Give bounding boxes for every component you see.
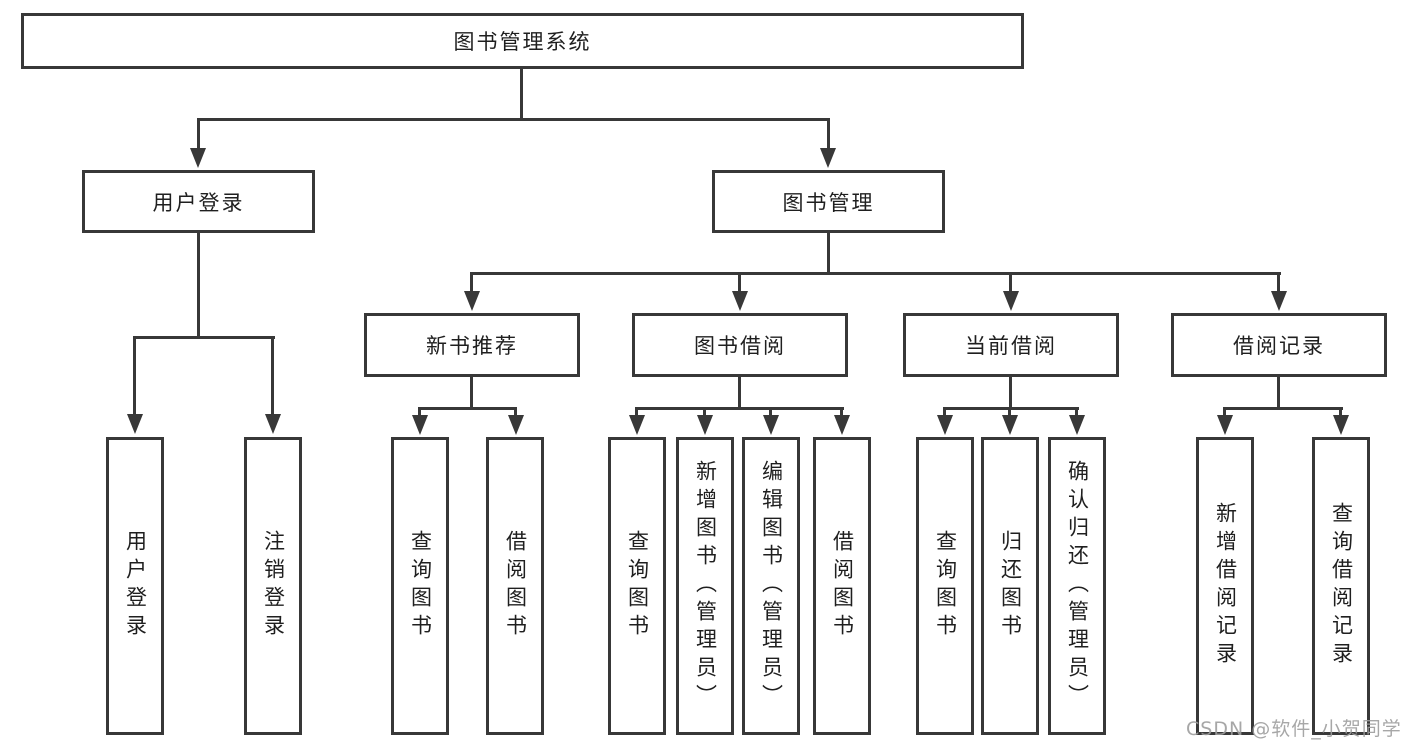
arrowhead-br-add (1217, 415, 1233, 435)
connector-drop-new-book (470, 272, 473, 294)
leaf-borrow-add-books-admin: 新增图书（管理员） (676, 437, 734, 735)
connector-drop-cb-return (1008, 407, 1011, 417)
arrowhead-borrow-record (1271, 291, 1287, 311)
csdn-watermark: CSDN @软件_小贺同学 (1186, 718, 1402, 740)
arrowhead-book-borrow (732, 291, 748, 311)
leaf-record-add-borrow-record: 新增借阅记录 (1196, 437, 1254, 735)
node-book-management: 图书管理 (712, 170, 945, 233)
leaf-logout: 注销登录 (244, 437, 302, 735)
leaf-record-query-borrow-record: 查询借阅记录 (1312, 437, 1370, 735)
arrowhead-bb-add (697, 415, 713, 435)
connector-drop-book-mgmt (827, 118, 830, 152)
arrowhead-book-mgmt (820, 148, 836, 168)
leaf-newbook-query-books: 查询图书 (391, 437, 449, 735)
node-root: 图书管理系统 (21, 13, 1024, 69)
arrowhead-cb-confirm (1069, 415, 1085, 435)
node-user-login: 用户登录 (82, 170, 315, 233)
connector-current-borrow-hbar (943, 407, 1079, 410)
connector-drop-bb-add (703, 407, 706, 417)
arrowhead-nb-query (412, 415, 428, 435)
node-borrow-record: 借阅记录 (1171, 313, 1387, 377)
arrowhead-bb-edit (763, 415, 779, 435)
connector-drop-current-borrow (1009, 272, 1012, 294)
connector-drop-bb-edit (769, 407, 772, 417)
connector-drop-book-borrow (738, 272, 741, 294)
leaf-current-query-books: 查询图书 (916, 437, 974, 735)
connector-current-borrow-stem (1009, 377, 1012, 410)
connector-borrow-record-stem (1277, 377, 1280, 410)
arrowhead-cb-query (937, 415, 953, 435)
connector-drop-br-query (1339, 407, 1342, 417)
connector-drop-leaf-logout (271, 336, 274, 415)
arrowhead-br-query (1333, 415, 1349, 435)
arrowhead-bb-query (629, 415, 645, 435)
leaf-borrow-edit-books-admin: 编辑图书（管理员） (742, 437, 800, 735)
arrowhead-cb-return (1002, 415, 1018, 435)
connector-book-borrow-hbar (635, 407, 844, 410)
leaf-current-return-books: 归还图书 (981, 437, 1039, 735)
arrowhead-leaf-user-login (127, 414, 143, 434)
connector-user-login-stem (197, 233, 200, 339)
connector-drop-user-login (197, 118, 200, 152)
connector-book-mgmt-stem (827, 233, 830, 275)
leaf-user-login: 用户登录 (106, 437, 164, 735)
arrowhead-new-book (464, 291, 480, 311)
connector-user-login-hbar (133, 336, 275, 339)
connector-drop-br-add (1223, 407, 1226, 417)
connector-book-borrow-stem (738, 377, 741, 410)
connector-drop-bb-borrow (840, 407, 843, 417)
connector-new-book-hbar (418, 407, 517, 410)
arrowhead-leaf-logout (265, 414, 281, 434)
leaf-newbook-borrow-books: 借阅图书 (486, 437, 544, 735)
connector-root-hbar (197, 118, 830, 121)
connector-drop-leaf-user-login (133, 336, 136, 415)
connector-drop-bb-query (635, 407, 638, 417)
leaf-current-confirm-return-admin: 确认归还（管理员） (1048, 437, 1106, 735)
connector-drop-nb-borrow (514, 407, 517, 417)
arrowhead-current-borrow (1003, 291, 1019, 311)
connector-drop-borrow-record (1277, 272, 1280, 294)
leaf-borrow-borrow-books: 借阅图书 (813, 437, 871, 735)
arrowhead-nb-borrow (508, 415, 524, 435)
connector-drop-cb-confirm (1075, 407, 1078, 417)
connector-drop-cb-query (943, 407, 946, 417)
leaf-borrow-query-books: 查询图书 (608, 437, 666, 735)
connector-book-mgmt-hbar (470, 272, 1281, 275)
node-current-borrow: 当前借阅 (903, 313, 1119, 377)
node-book-borrow: 图书借阅 (632, 313, 848, 377)
arrowhead-bb-borrow (834, 415, 850, 435)
connector-root-stem (520, 69, 523, 121)
node-new-book-recommend: 新书推荐 (364, 313, 580, 377)
connector-new-book-stem (470, 377, 473, 410)
arrowhead-user-login (190, 148, 206, 168)
connector-borrow-record-hbar (1223, 407, 1343, 410)
connector-drop-nb-query (418, 407, 421, 417)
